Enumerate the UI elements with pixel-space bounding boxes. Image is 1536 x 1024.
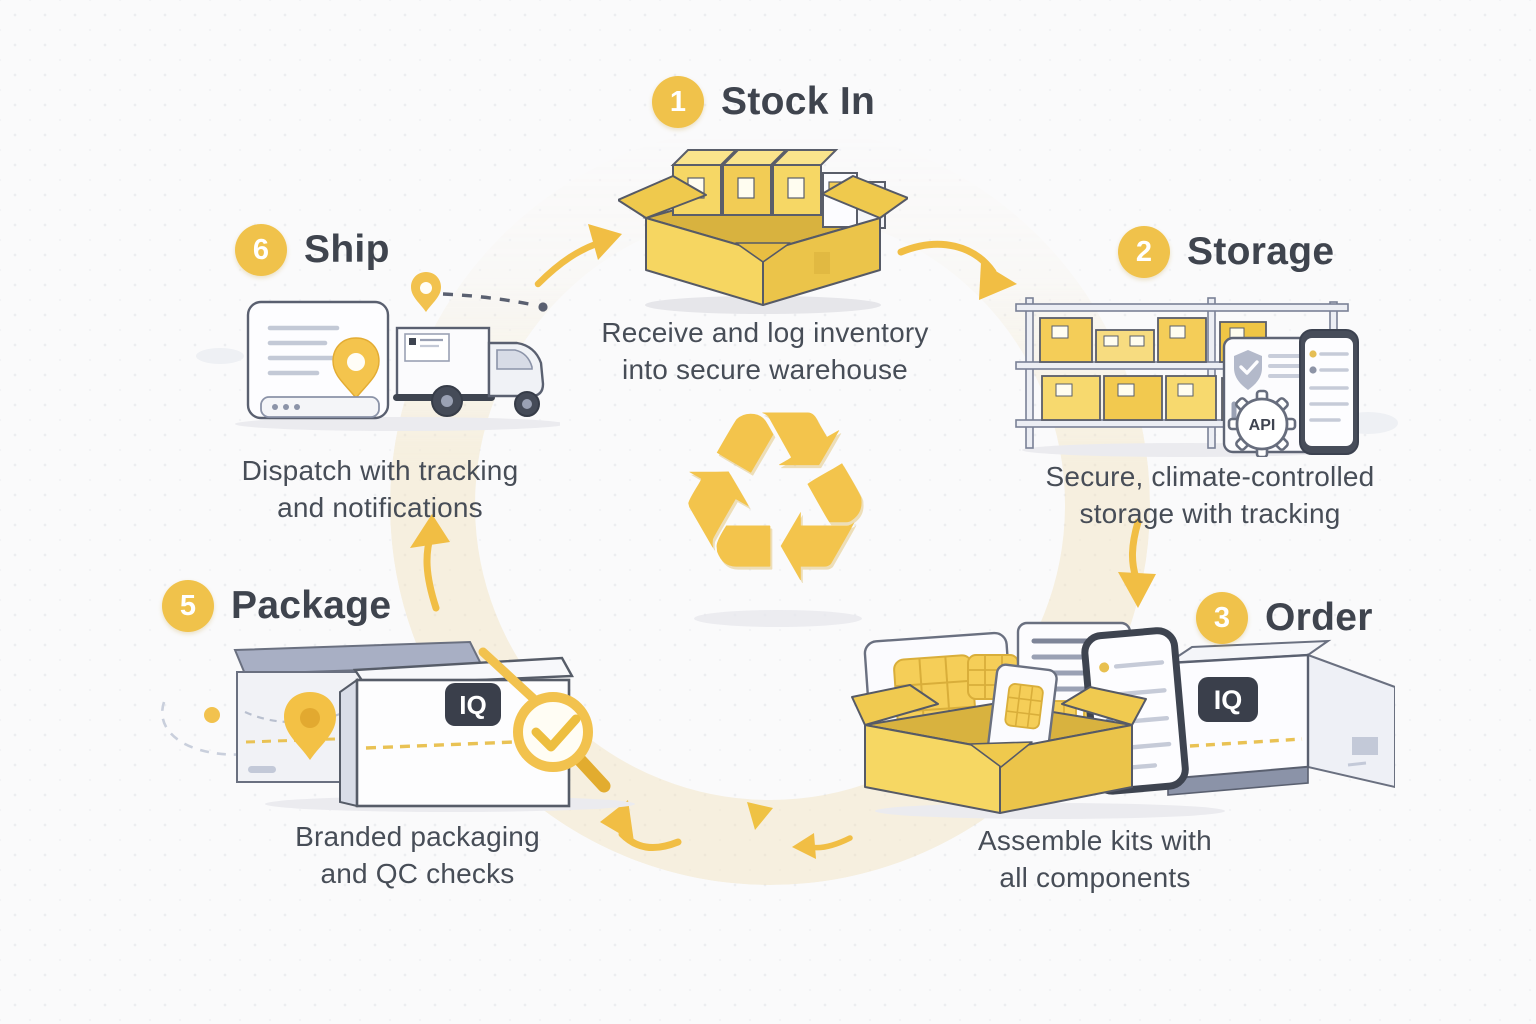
step-number-badge: 5 — [162, 580, 214, 632]
step-caption-order: Assemble kits with all components — [900, 822, 1290, 896]
step-number-badge: 1 — [652, 76, 704, 128]
caption-line: storage with tracking — [1079, 498, 1341, 529]
step-number-badge: 3 — [1196, 592, 1248, 644]
storage-shelf-illustration: API — [1015, 297, 1359, 457]
step-number-badge: 6 — [235, 224, 287, 276]
arrow-storage-to-order — [1118, 518, 1156, 608]
brand-logo: IQ — [459, 690, 486, 720]
brand-logo-badge — [445, 683, 501, 726]
arrow-order-to-package — [600, 800, 682, 851]
arrow-ship-to-stock-in — [534, 224, 622, 288]
order-kit-illustration: IQ — [851, 621, 1395, 819]
route-dot — [204, 707, 220, 723]
step-header-stock-in: 1 Stock In — [652, 76, 875, 128]
qc-magnifier-icon — [513, 692, 611, 793]
caption-line: Branded packaging — [295, 821, 540, 852]
package-boxes-illustration: IQ — [161, 640, 635, 812]
arrow-order-to-package-small — [792, 833, 853, 859]
caption-line: into secure warehouse — [622, 354, 908, 385]
arrow-package-to-ship — [410, 514, 450, 612]
delivery-truck — [393, 326, 545, 417]
tracking-dashed-line — [442, 292, 530, 306]
caption-line: Dispatch with tracking — [241, 455, 519, 486]
step-caption-storage: Secure, climate-controlled storage with … — [985, 458, 1435, 532]
step-header-ship: 6 Ship — [235, 224, 390, 276]
caption-line: all components — [999, 862, 1191, 893]
ship-truck-illustration — [235, 272, 560, 431]
step-caption-package: Branded packaging and QC checks — [220, 818, 615, 892]
branded-box: IQ — [1164, 639, 1395, 796]
caption-line: and QC checks — [320, 858, 515, 889]
step-header-order: 3 Order — [1196, 592, 1373, 644]
api-gear-icon: API — [1227, 389, 1297, 457]
cycle-band-notch — [747, 802, 773, 830]
brand-logo-badge — [1198, 677, 1258, 722]
tracking-panel — [246, 300, 390, 420]
recycle-icon: ♻ — [668, 366, 882, 631]
step-title: Order — [1265, 596, 1373, 639]
recycle-shadow — [694, 610, 862, 627]
check-icon — [531, 714, 581, 752]
step-title: Ship — [304, 228, 390, 271]
step-number-badge: 2 — [1118, 226, 1170, 278]
arrow-stock-in-to-storage — [897, 240, 1017, 300]
caption-line: and notifications — [277, 492, 483, 523]
step-title: Package — [231, 584, 392, 627]
step-title: Stock In — [721, 80, 876, 123]
step-header-package: 5 Package — [162, 580, 391, 632]
caption-line: Secure, climate-controlled — [1045, 461, 1375, 492]
caption-line: Assemble kits with — [978, 825, 1212, 856]
stock-in-box-illustration — [618, 149, 908, 314]
cloud-shape — [196, 348, 244, 364]
caption-line: Receive and log inventory — [601, 317, 929, 348]
step-caption-ship: Dispatch with tracking and notifications — [175, 452, 585, 526]
step-title: Storage — [1187, 230, 1335, 273]
api-label: API — [1249, 417, 1276, 434]
step-header-storage: 2 Storage — [1118, 226, 1334, 278]
brand-logo: IQ — [1214, 685, 1243, 715]
step-caption-stock-in: Receive and log inventory into secure wa… — [525, 314, 1005, 388]
